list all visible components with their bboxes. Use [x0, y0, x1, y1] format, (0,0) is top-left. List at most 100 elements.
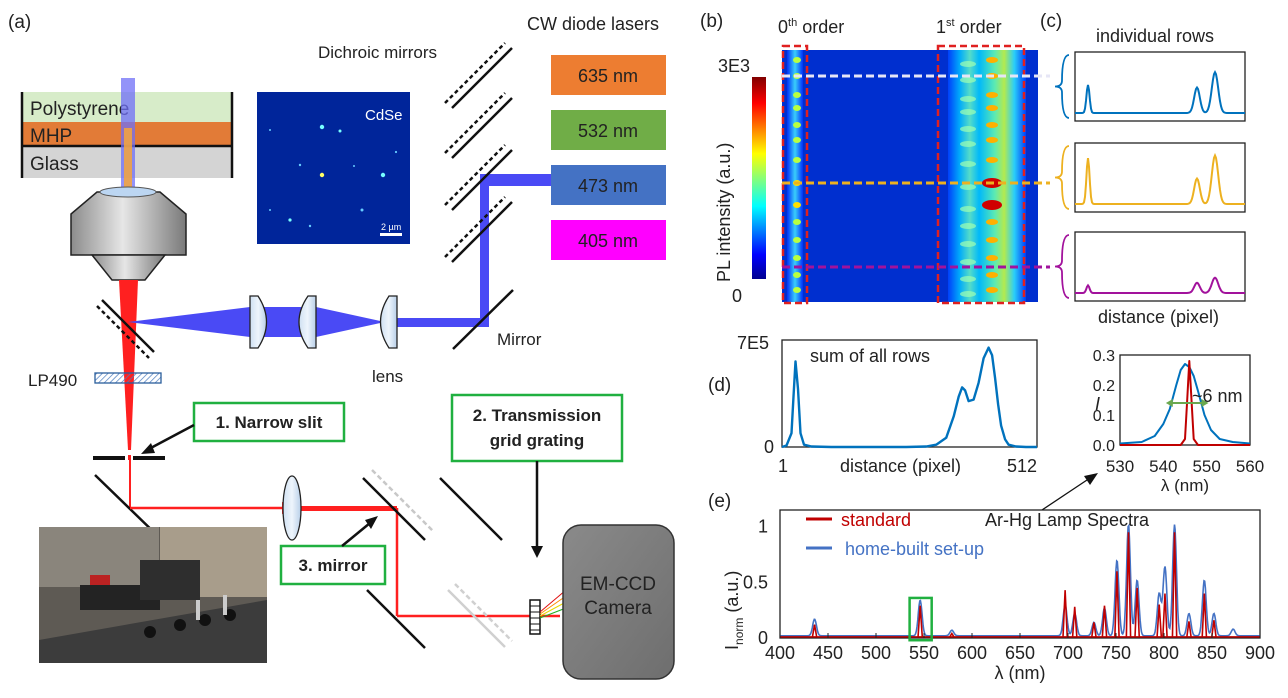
heat-spot-1: [986, 237, 998, 243]
heat-spot-1b: [960, 184, 976, 190]
heat-spot-1: [986, 255, 998, 261]
pl-heatmap: [782, 50, 1038, 302]
row-profile-box: [1074, 231, 1246, 302]
panel-c-xlabel: distance (pixel): [1098, 307, 1219, 327]
callout-grating-text-1: 2. Transmission: [473, 406, 602, 425]
x-tick-label: 600: [957, 643, 987, 663]
lens-2: [298, 295, 317, 349]
heat-spot-0: [793, 122, 801, 128]
x-tick-label: 530: [1106, 457, 1134, 476]
objective-lens: [70, 186, 187, 281]
heat-spot-1b: [960, 61, 976, 67]
heat-spot-1b: [960, 161, 976, 167]
x-tick-label: 1: [778, 456, 788, 476]
order0-box: [781, 44, 809, 305]
emission-path-vertical: [119, 280, 138, 450]
heat-spot-1: [986, 287, 998, 293]
row-profiles: [1054, 51, 1246, 302]
series-line: [1119, 363, 1251, 445]
mirror-label: Mirror: [497, 330, 542, 349]
sample-stack: Polystyrene MHP Glass: [20, 78, 234, 194]
fwhm-arrowhead: [1201, 399, 1209, 407]
panel-label-c: (c): [1040, 11, 1062, 32]
y-tick-label: 0: [764, 437, 774, 457]
order0-label: 0th order: [778, 17, 844, 37]
row-brace: [1054, 54, 1070, 119]
series-standard-peak: [1134, 587, 1141, 637]
y-tick-label: 0.0: [1093, 438, 1115, 455]
laser-box: [551, 165, 666, 205]
chart-title: sum of all rows: [810, 346, 930, 366]
lp490-label: LP490: [28, 371, 77, 390]
x-axis-label: λ (nm): [995, 663, 1046, 683]
row-profile-box: [1074, 51, 1246, 122]
x-tick-label: 400: [765, 643, 795, 663]
x-tick-label: 550: [1192, 457, 1220, 476]
order1-label: 1st order: [936, 17, 1002, 37]
heat-spot-1b: [960, 141, 976, 147]
heat-spot-1b: [960, 77, 976, 83]
series-standard-peak: [1186, 621, 1192, 637]
series-line: [781, 346, 1037, 449]
heat-spot-1: [986, 105, 998, 111]
diffracted-fan: [539, 589, 567, 619]
heat-spot-1b: [960, 259, 976, 265]
colorbar-max-label: 3E3: [718, 56, 750, 76]
heat-spot-0: [793, 92, 801, 98]
y-tick-label: 0.1: [1093, 408, 1115, 425]
dichroic-mirror-stack: [444, 42, 513, 263]
heat-spot-1: [982, 200, 1002, 210]
heat-spot-0: [793, 57, 801, 63]
row-profile-box: [1074, 142, 1246, 213]
series-standard-peak: [1101, 605, 1108, 637]
heat-spot-0: [793, 202, 801, 208]
laser-box: [551, 55, 666, 95]
colorbar: [752, 77, 766, 279]
y-tick-label: 0: [758, 628, 768, 648]
y-tick-label: 0.2: [1093, 378, 1115, 395]
heat-spot-0: [793, 105, 801, 111]
em-ccd-camera: [562, 524, 675, 680]
fwhm-annotation: ~6 nm: [1192, 386, 1243, 406]
panel-c-title: individual rows: [1096, 26, 1214, 46]
mirror-3: [362, 477, 426, 541]
heat-spot-1b: [960, 206, 976, 212]
order1-box: [936, 44, 1026, 305]
row-brace: [1054, 234, 1070, 299]
series-standard-peak: [917, 605, 924, 637]
heat-spot-0: [793, 255, 801, 261]
x-tick-label: 750: [1101, 643, 1131, 663]
heat-spot-1: [986, 157, 998, 163]
callout-mirror: [279, 544, 387, 586]
x-tick-label: 550: [909, 643, 939, 663]
lens-emission: [282, 475, 302, 541]
heat-spot-1b: [960, 276, 976, 282]
series-standard-peak: [949, 632, 955, 638]
x-tick-label: 900: [1245, 643, 1275, 663]
heat-spot-0: [793, 219, 801, 225]
legend-label-home-built: home-built set-up: [845, 539, 984, 559]
x-tick-label: 560: [1236, 457, 1264, 476]
series-standard-peak: [1091, 622, 1097, 638]
scale-bar-label: 2 µm: [381, 222, 401, 232]
mirror: [452, 289, 514, 350]
series-standard-peak: [1125, 532, 1132, 637]
heat-spot-1: [986, 272, 998, 278]
panel-label-b: (b): [700, 11, 723, 32]
heat-spot-1b: [960, 126, 976, 132]
layer-label-polystyrene: Polystyrene: [30, 99, 129, 120]
laser-label: 532 nm: [578, 121, 638, 141]
layer-label-mhp: MHP: [30, 126, 72, 147]
laser-box: [551, 110, 666, 150]
heat-spot-0: [793, 272, 801, 278]
series-line: [1120, 360, 1250, 446]
series-standard-peak: [1071, 606, 1078, 637]
dichroic-mirror: [101, 299, 155, 353]
row-brace: [1054, 145, 1070, 210]
fwhm-arrowhead: [1165, 399, 1173, 407]
row-profile-line: [1075, 276, 1245, 294]
heat-spot-1: [986, 92, 998, 98]
y-axis-label: I: [1095, 394, 1100, 414]
